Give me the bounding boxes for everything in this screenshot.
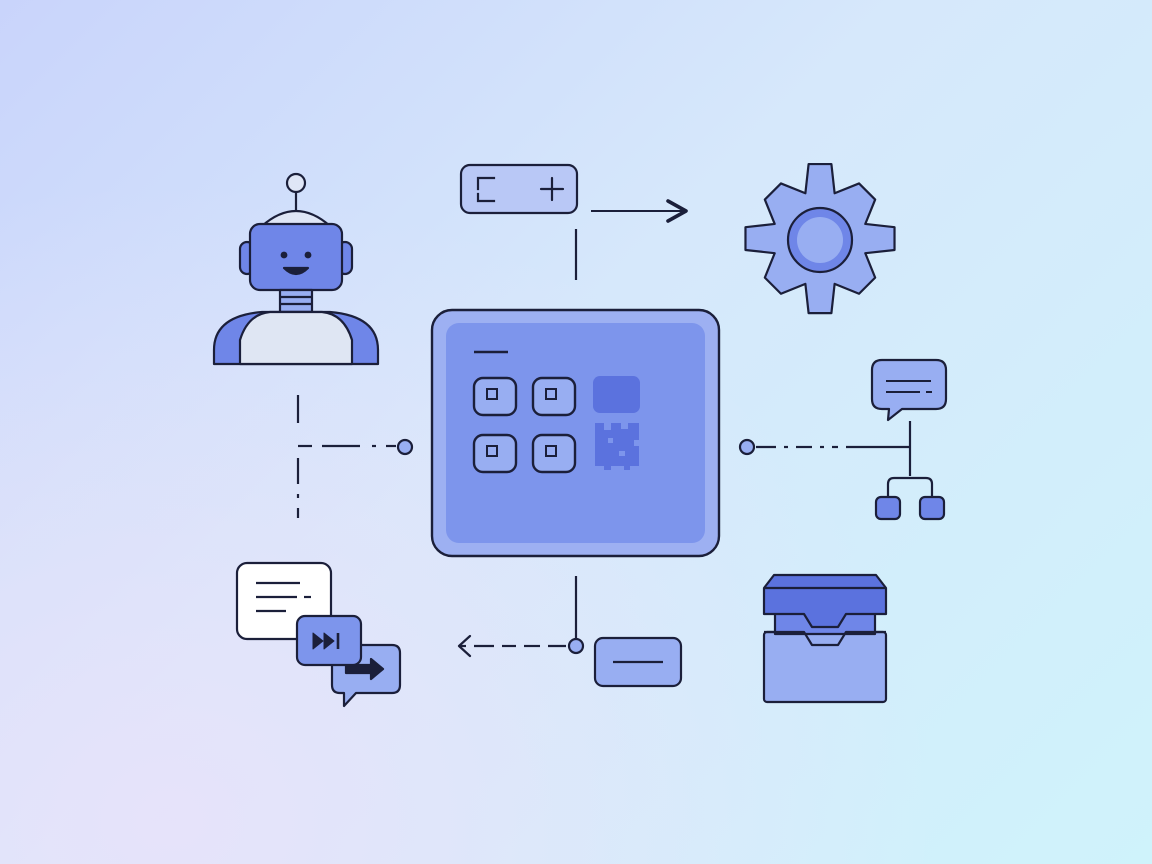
message-bubbles-icon (235, 561, 402, 708)
chat-tree-connector (738, 438, 910, 456)
gear-icon (744, 162, 896, 315)
robot-icon (212, 172, 380, 366)
dashboard-panel-icon (430, 308, 721, 558)
messages-connector (457, 576, 585, 658)
robot-connector (296, 395, 414, 518)
toolbar-icon (459, 163, 579, 215)
minimize-button-icon (593, 636, 683, 688)
inbox-tray-icon (762, 573, 888, 704)
chat-tree-icon (870, 358, 948, 521)
